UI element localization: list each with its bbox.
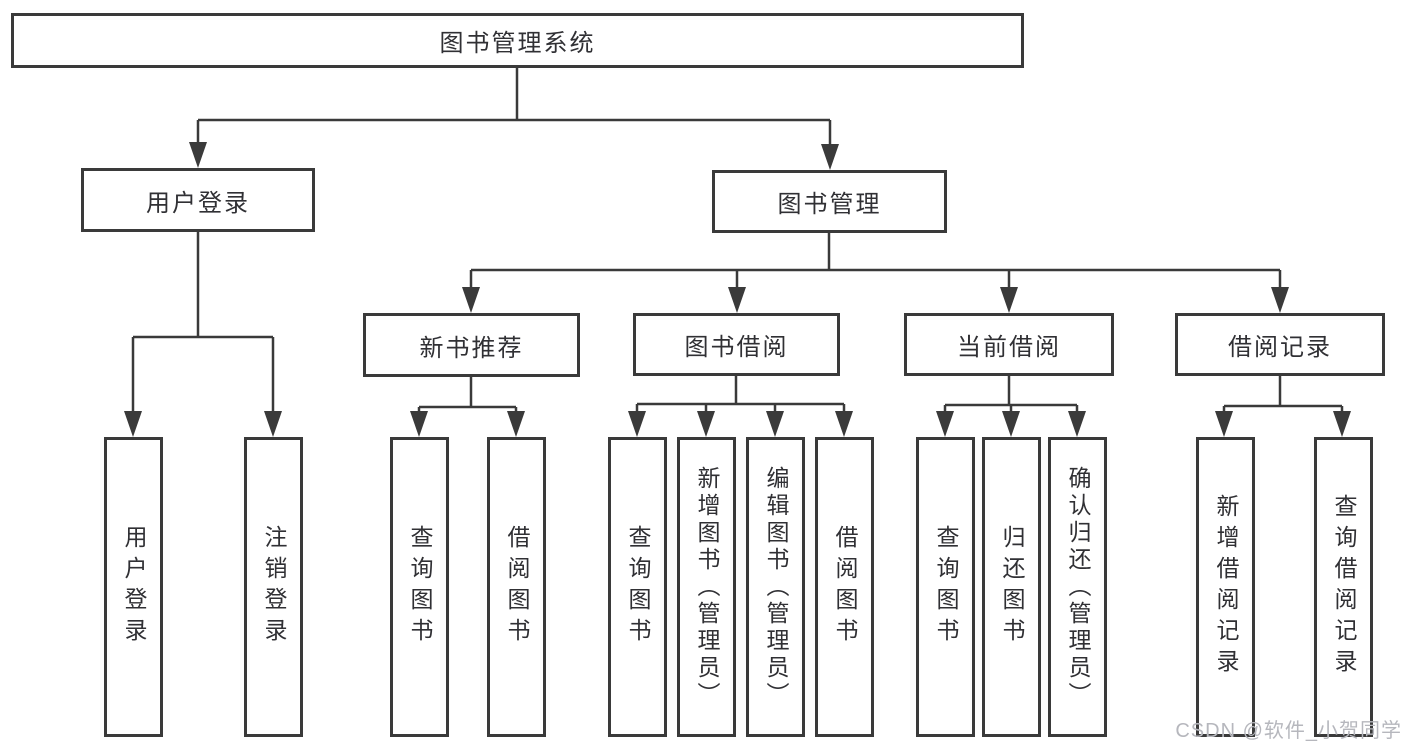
connector-book-mgmt-to-level3 — [469, 233, 1282, 289]
leaf-label: 注销登录 — [261, 525, 287, 649]
node-label: 用户登录 — [146, 189, 250, 217]
leaf-label: 用户登录 — [121, 525, 147, 649]
leaf-query-books-borrowing: 查询图书 — [608, 437, 667, 737]
arrowhead-book-mgmt — [821, 144, 839, 170]
node-book-borrowing: 图书借阅 — [633, 313, 840, 376]
node-label: 当前借阅 — [957, 334, 1061, 361]
arrowhead-leaf-add-record — [1215, 411, 1233, 437]
leaf-return-books: 归还图书 — [982, 437, 1041, 737]
arrowhead-borrow-records — [1271, 287, 1289, 313]
arrowhead-new-books — [462, 287, 480, 313]
arrowhead-leaf-user-login — [124, 411, 142, 437]
node-book-management: 图书管理 — [712, 170, 947, 233]
leaf-confirm-return-admin: 确认归还（管理员） — [1048, 437, 1107, 737]
leaf-borrow-books-borrowing: 借阅图书 — [815, 437, 874, 737]
arrowhead-leaf-return-books — [1002, 411, 1020, 437]
leaf-borrow-books-recommend: 借阅图书 — [487, 437, 546, 737]
arrowhead-leaf-query-books-3 — [936, 411, 954, 437]
arrowhead-leaf-borrow-books-1 — [507, 411, 525, 437]
leaf-label: 新增借阅记录 — [1213, 494, 1239, 680]
leaf-label: 查询图书 — [933, 525, 959, 649]
node-current-borrowing: 当前借阅 — [904, 313, 1114, 376]
csdn-watermark: CSDN @软件_小贺同学 — [1175, 720, 1402, 742]
connector-book-borrow-to-leaves — [635, 376, 846, 413]
node-label: 新书推荐 — [419, 334, 524, 362]
arrowhead-current-borrow — [1000, 287, 1018, 313]
arrowhead-leaf-add-book — [697, 411, 715, 437]
node-library-management-system: 图书管理系统 — [11, 13, 1024, 68]
connector-root-to-level2 — [196, 68, 832, 146]
node-borrowing-records: 借阅记录 — [1175, 313, 1385, 376]
leaf-query-borrowing-record: 查询借阅记录 — [1314, 437, 1373, 737]
leaf-query-books-recommend: 查询图书 — [390, 437, 449, 737]
node-new-book-recommendation: 新书推荐 — [363, 313, 580, 377]
connector-new-books-to-leaves — [417, 377, 518, 413]
arrowhead-book-borrow — [728, 287, 746, 313]
leaf-label: 归还图书 — [999, 525, 1025, 649]
leaf-label: 借阅图书 — [832, 525, 858, 649]
leaf-label: 查询图书 — [407, 525, 433, 649]
leaf-label: 查询借阅记录 — [1331, 494, 1357, 680]
arrowhead-leaf-query-record — [1333, 411, 1351, 437]
connector-current-borrow-to-leaves — [943, 376, 1079, 413]
arrowhead-user-login — [189, 142, 207, 168]
leaf-user-login: 用户登录 — [104, 437, 163, 737]
leaf-add-borrowing-record: 新增借阅记录 — [1196, 437, 1255, 737]
node-user-login: 用户登录 — [81, 168, 315, 232]
arrowhead-leaf-query-books-1 — [410, 411, 428, 437]
connector-borrow-records-to-leaves — [1222, 376, 1344, 413]
node-label: 图书管理 — [777, 191, 882, 218]
arrowhead-leaf-borrow-books-2 — [835, 411, 853, 437]
leaf-logout: 注销登录 — [244, 437, 303, 737]
leaf-edit-book-admin: 编辑图书（管理员） — [746, 437, 805, 737]
node-label: 借阅记录 — [1228, 334, 1332, 361]
leaf-label: 查询图书 — [625, 525, 651, 649]
connector-user-login-to-leaves — [131, 232, 275, 413]
leaf-label: 编辑图书（管理员） — [763, 465, 789, 709]
node-label: 图书管理系统 — [439, 30, 596, 57]
arrowhead-leaf-query-books-2 — [628, 411, 646, 437]
leaf-add-book-admin: 新增图书（管理员） — [677, 437, 736, 737]
arrowhead-leaf-edit-book — [766, 411, 784, 437]
arrowhead-leaf-logout — [264, 411, 282, 437]
arrowhead-leaf-confirm-return — [1068, 411, 1086, 437]
leaf-label: 新增图书（管理员） — [694, 465, 720, 709]
leaf-query-books-current: 查询图书 — [916, 437, 975, 737]
leaf-label: 确认归还（管理员） — [1065, 465, 1091, 709]
node-label: 图书借阅 — [684, 334, 789, 361]
leaf-label: 借阅图书 — [504, 525, 530, 649]
